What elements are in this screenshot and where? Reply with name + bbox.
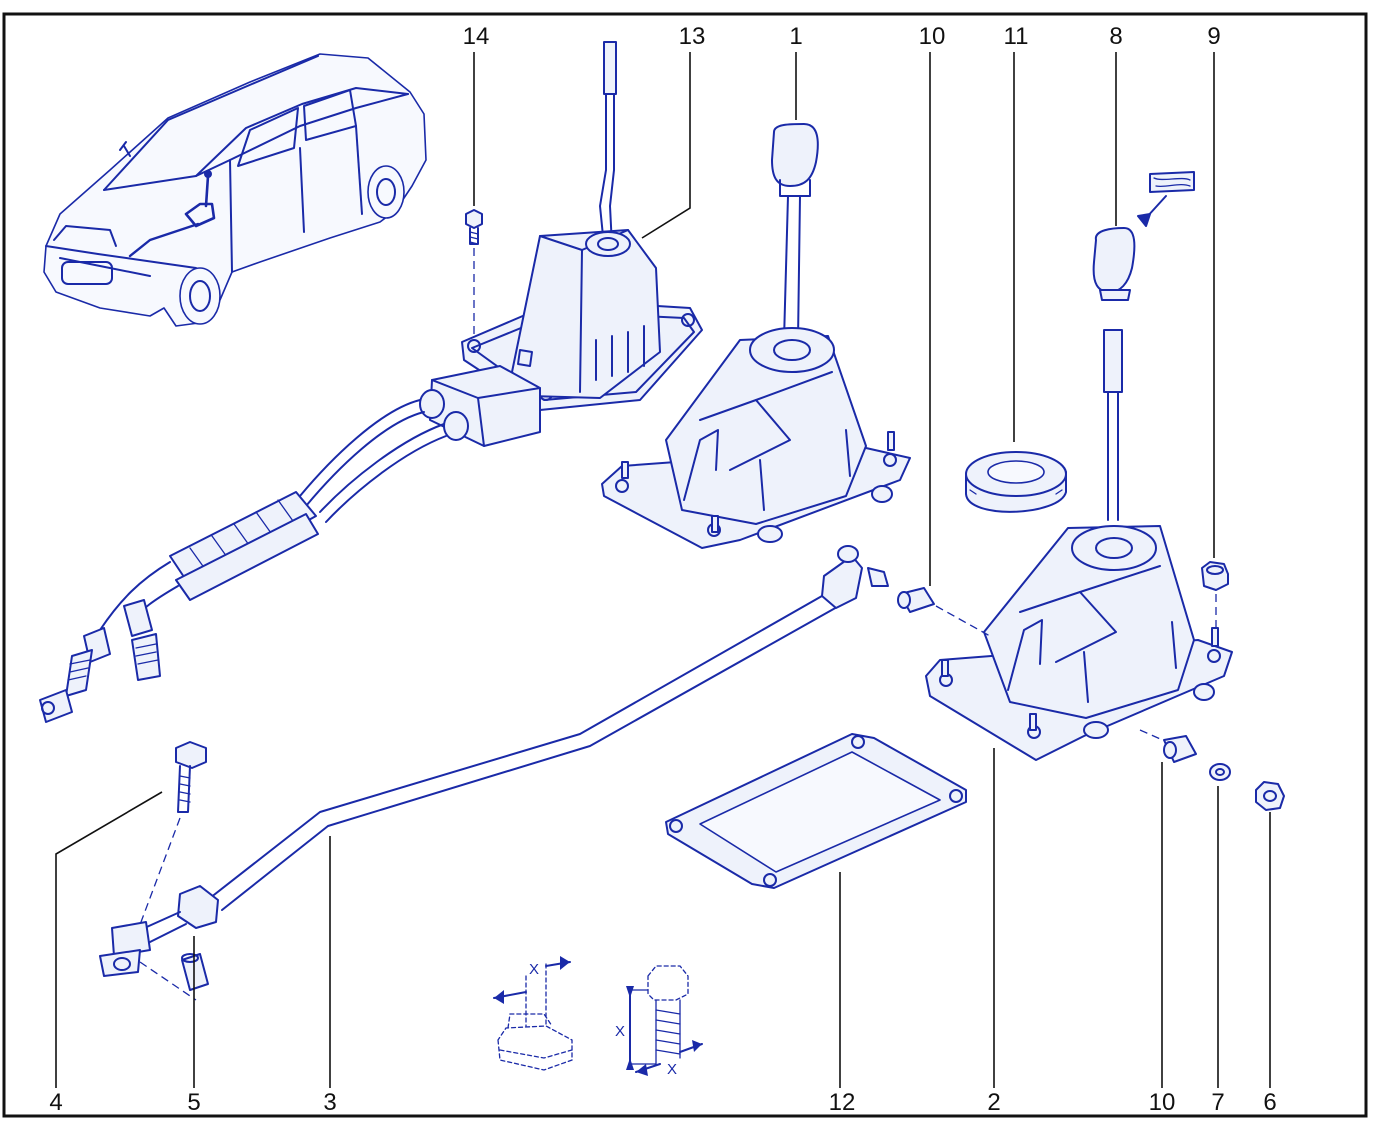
bolt-x-side-mark: X: [615, 1023, 625, 1040]
hardware-bottom: [1139, 729, 1285, 811]
callout-2: 2: [987, 1089, 1000, 1116]
callout-12: 12: [829, 1089, 856, 1116]
bushing-10-top: [897, 587, 991, 637]
callout-3: 3: [323, 1089, 336, 1116]
shift-housing-13: [39, 41, 703, 723]
bolt-14: [465, 209, 483, 342]
knob-8: [1092, 171, 1195, 301]
callout-13: 13: [679, 23, 706, 50]
diagram-frame: [2, 12, 1368, 1118]
car-illustration: [43, 53, 427, 327]
callout-5: 5: [187, 1089, 200, 1116]
shift-lever-2: [925, 329, 1233, 761]
shift-rod-3: [209, 545, 889, 911]
seal-ring-11: [965, 451, 1067, 513]
callout-6: 6: [1263, 1089, 1276, 1116]
callout-numbers: 14 13 1 10 11 8 9 4 5 3 12 2 10 7 6: [49, 23, 1276, 1116]
callout-4: 4: [49, 1089, 62, 1116]
nut-9: [1201, 561, 1229, 628]
callout-9: 9: [1207, 23, 1220, 50]
leader-lines: [55, 52, 1271, 1088]
callout-7: 7: [1211, 1089, 1224, 1116]
nut-dimension-sketch: [493, 956, 573, 1071]
callout-10-bottom: 10: [1149, 1089, 1176, 1116]
bolt-x-bottom-mark: X: [667, 1061, 677, 1078]
shift-lever-1: [601, 123, 911, 549]
gasket-12: [665, 733, 967, 889]
callout-10-top: 10: [919, 23, 946, 50]
callout-1: 1: [789, 23, 802, 50]
nut-x-mark: X: [529, 961, 539, 978]
callout-11: 11: [1004, 23, 1029, 50]
callout-8: 8: [1109, 23, 1122, 50]
dimension-marks: X X X: [529, 961, 677, 1078]
callout-14: 14: [463, 23, 490, 50]
bolt-dimension-sketch: [626, 965, 703, 1076]
clevis-4-5: [99, 741, 219, 1001]
